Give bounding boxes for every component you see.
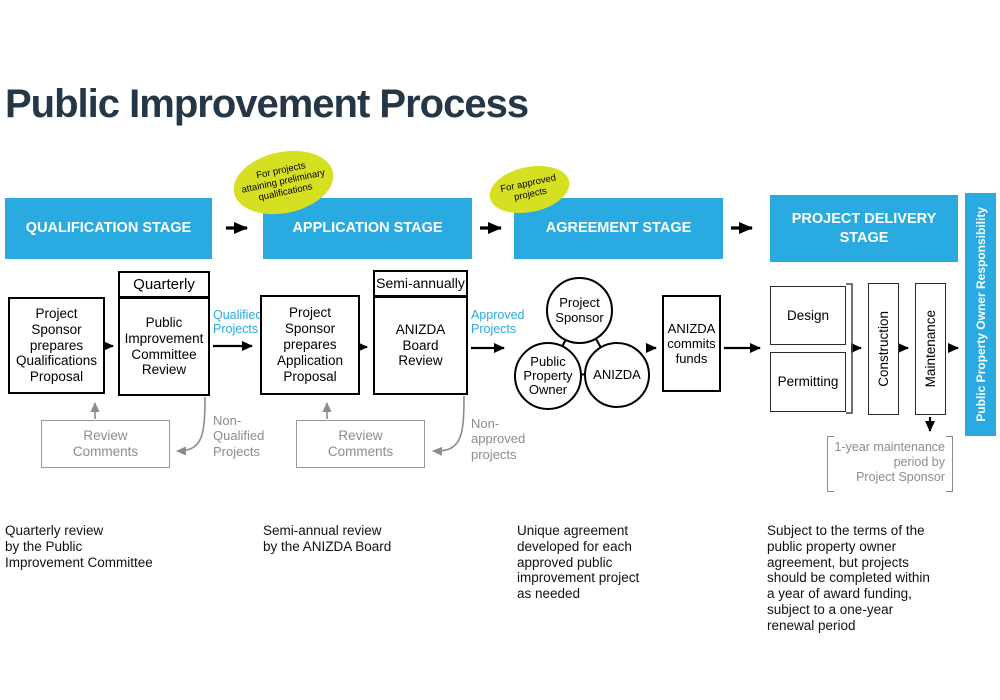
public-property-owner-circle: Public Property Owner [514, 342, 582, 410]
project-sponsor-circle: Project Sponsor [546, 277, 613, 344]
delivery-footnote: Subject to the terms of the public prope… [767, 523, 930, 633]
design-box: Design [770, 286, 846, 345]
anizda-board-review-box: ANIZDA Board Review [373, 296, 468, 395]
curved-arrow-icon [176, 396, 206, 456]
construction-box: Construction [868, 283, 899, 415]
non-qualified-projects-label: Non- Qualified Projects [213, 413, 265, 459]
construction-label: Construction [875, 311, 891, 387]
stage-header-agreement: AGREEMENT STAGE [514, 198, 723, 259]
qualification-cadence-box: Quarterly [118, 271, 210, 298]
flow-arrows [103, 341, 959, 432]
responsibility-bar-label: Public Property Owner Responsibility [973, 207, 988, 422]
note-bracket-left [827, 436, 834, 492]
group-bracket [846, 283, 853, 414]
public-property-owner-responsibility-bar: Public Property Owner Responsibility [965, 193, 996, 436]
maintenance-period-note: 1-year maintenance period by Project Spo… [834, 440, 945, 484]
note-bracket-right [946, 436, 953, 492]
qualification-committee-review-box: Public Improvement Committee Review [118, 297, 210, 396]
feedback-arrows [90, 395, 465, 456]
agreement-footnote: Unique agreement developed for each appr… [517, 523, 640, 602]
maintenance-label: Maintenance [922, 310, 938, 388]
maintenance-box: Maintenance [915, 283, 946, 415]
application-sponsor-box: Project Sponsor prepares Application Pro… [260, 295, 360, 395]
stage-header-qualification: QUALIFICATION STAGE [5, 198, 212, 259]
qualification-sponsor-box: Project Sponsor prepares Qualifications … [8, 297, 105, 394]
application-review-comments-box: Review Comments [296, 420, 425, 468]
anizda-commits-funds-box: ANIZDA commits funds [662, 295, 721, 392]
non-approved-projects-label: Non- approved projects [471, 416, 526, 462]
qualification-review-comments-box: Review Comments [41, 420, 170, 468]
anizda-circle: ANIZDA [584, 342, 650, 408]
page-title: Public Improvement Process [5, 82, 529, 126]
qualified-projects-label: Qualified Projects [213, 308, 263, 336]
approved-projects-label: Approved Projects [471, 308, 525, 336]
qualification-footnote: Quarterly review by the Public Improveme… [5, 523, 153, 570]
stage-header-delivery: PROJECT DELIVERY STAGE [770, 195, 958, 262]
curved-arrow-icon [432, 395, 465, 456]
permitting-box: Permitting [770, 352, 846, 412]
application-footnote: Semi-annual review by the ANIZDA Board [263, 523, 392, 554]
application-cadence-box: Semi-annually [373, 270, 468, 297]
